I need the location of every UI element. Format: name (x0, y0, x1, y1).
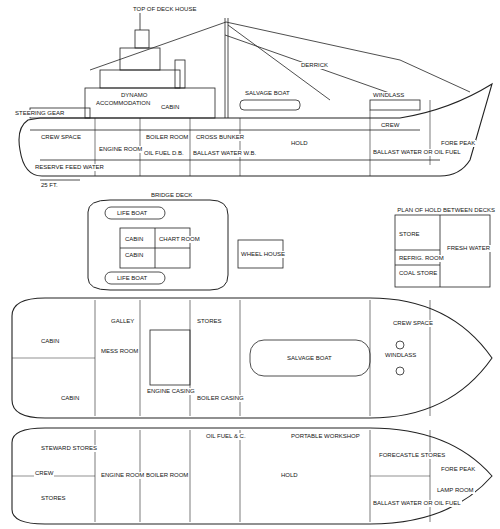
compartment-label: TOP OF DECK HOUSE (132, 6, 197, 13)
compartment-label: CHART ROOM (158, 236, 201, 243)
compartment-label: ACCOMMODATION (95, 100, 151, 107)
plan-stroke (12, 428, 492, 524)
plan-stroke (12, 298, 492, 418)
compartment-label: RESERVE FEED WATER (34, 164, 105, 171)
compartment-label: CREW (34, 470, 54, 477)
compartment-label: STEWARD STORES (40, 445, 98, 452)
compartment-label: CROSS BUNKER (195, 134, 245, 141)
compartment-label: DERRICK (300, 62, 329, 69)
compartment-label: STORES (40, 495, 67, 502)
compartment-label: LIFE BOAT (116, 210, 148, 217)
compartment-label: ENGINE CASING (146, 388, 196, 395)
compartment-label: OIL FUEL D.B. (143, 150, 185, 157)
compartment-label: OIL FUEL & C. (205, 433, 247, 440)
compartment-label: BOILER ROOM (145, 134, 189, 141)
plan-stroke (240, 430, 241, 522)
compartment-label: CREW SPACE (392, 320, 434, 327)
plan-stroke (370, 476, 430, 477)
compartment-label: ENGINE ROOM (98, 146, 143, 153)
plan-stroke (190, 430, 191, 522)
compartment-label: CABIN (124, 252, 144, 259)
compartment-label: STORE (398, 231, 421, 238)
compartment-label: BOILER ROOM (145, 472, 189, 479)
compartment-label: CABIN (124, 236, 144, 243)
compartment-label: COAL STORE (398, 270, 438, 277)
compartment-label: WHEEL HOUSE (240, 251, 286, 258)
compartment-label: FORE PEAK (440, 140, 476, 147)
compartment-label: ENGINE ROOM (100, 472, 145, 479)
compartment-label: 25 FT. (40, 182, 59, 189)
compartment-label: HOLD (290, 140, 309, 147)
compartment-label: DYNAMO (120, 92, 148, 99)
compartment-label: PORTABLE WORKSHOP (290, 433, 361, 440)
plan-stroke (396, 367, 404, 375)
plan-stroke (150, 330, 190, 385)
plan-stroke (396, 341, 404, 349)
compartment-label: FRESH WATER (446, 245, 491, 252)
compartment-label: CREW SPACE (40, 134, 82, 141)
plan-stroke (430, 300, 431, 416)
compartment-label: STEERING GEAR (14, 110, 65, 117)
plan-stroke (12, 358, 95, 359)
compartment-label: FORE PEAK (440, 466, 476, 473)
compartment-label: BRIDGE DECK (150, 192, 193, 199)
compartment-label: LIFE BOAT (116, 275, 148, 282)
compartment-label: CREW (380, 122, 400, 129)
compartment-label: BALLAST WATER OR OIL FUEL (372, 149, 462, 156)
compartment-label: BALLAST WATER OR OIL FUEL (372, 500, 462, 507)
compartment-label: GALLEY (110, 318, 135, 325)
compartment-label: CABIN (160, 104, 180, 111)
compartment-label: HOLD (280, 472, 299, 479)
compartment-label: WINDLASS (372, 92, 405, 99)
compartment-label: SALVAGE BOAT (286, 355, 333, 362)
compartment-label: SALVAGE BOAT (244, 90, 291, 97)
compartment-label: BALLAST WATER W.B. (192, 150, 257, 157)
plan-stroke (140, 300, 141, 416)
compartment-label: WINDLASS (384, 352, 417, 359)
compartment-label: STORES (196, 318, 223, 325)
compartment-label: CABIN (60, 395, 80, 402)
compartment-label: LAMP ROOM (436, 487, 475, 494)
compartment-label: BOILER CASING (196, 395, 245, 402)
compartment-label: PLAN OF HOLD BETWEEN DECKS (396, 207, 496, 214)
plan-stroke (250, 340, 370, 376)
compartment-label: FORECASTLE STORES (378, 452, 446, 459)
compartment-label: MESS ROOM (100, 348, 139, 355)
compartment-label: REFRIG. ROOM (398, 255, 445, 262)
compartment-label: CABIN (40, 338, 60, 345)
